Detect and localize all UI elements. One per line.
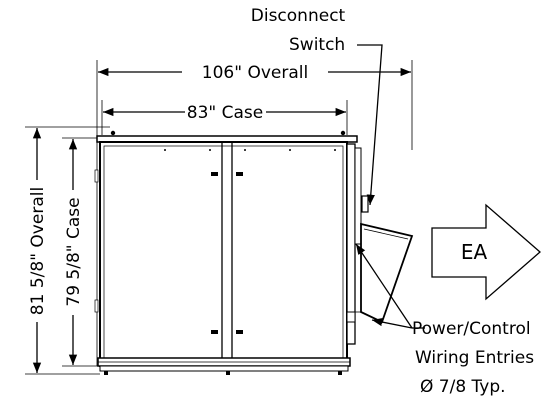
case-height-dimension: 79 5/8" Case <box>62 137 105 367</box>
airflow-label: EA <box>461 240 488 264</box>
disconnect-switch-box <box>361 195 369 213</box>
wiring-label-line2: Wiring Entries <box>415 348 534 368</box>
wiring-label-line1: Power/Control <box>412 319 531 339</box>
wiring-entries-callout: Power/Control Wiring Entries Ø 7/8 Typ. <box>355 243 534 397</box>
exhaust-hood <box>360 222 414 324</box>
overall-width-dimension: 106" Overall <box>96 60 413 150</box>
case-width-label: 83" Case <box>187 103 263 123</box>
overall-height-label: 81 5/8" Overall <box>28 187 48 315</box>
door-handle-icon <box>211 172 243 334</box>
overall-width-label: 106" Overall <box>202 63 308 83</box>
exhaust-air-arrow-icon: EA <box>431 203 541 301</box>
overall-height-dimension: 81 5/8" Overall <box>25 126 110 375</box>
disconnect-label-line2: Switch <box>289 35 345 55</box>
disconnect-switch-callout: Disconnect Switch <box>251 6 383 206</box>
unit-cabinet <box>94 130 414 375</box>
case-width-dimension: 83" Case <box>101 100 348 135</box>
case-height-label: 79 5/8" Case <box>64 197 84 306</box>
wiring-label-line3: Ø 7/8 Typ. <box>420 377 506 397</box>
disconnect-label-line1: Disconnect <box>251 6 346 26</box>
